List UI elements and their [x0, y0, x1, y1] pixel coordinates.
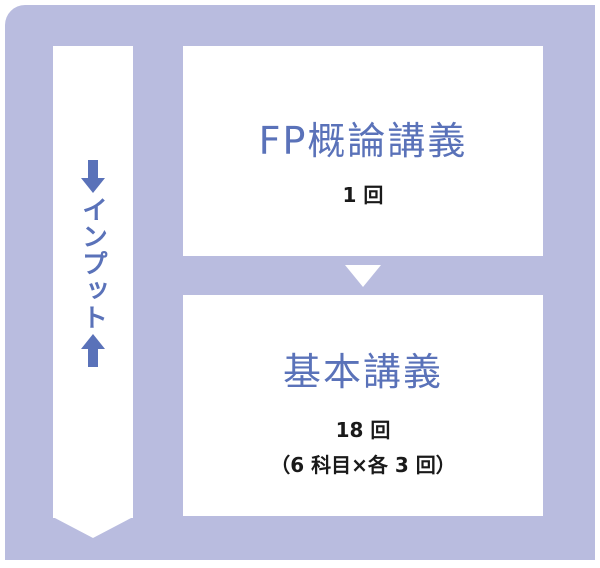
- side-bar-point: [53, 517, 133, 538]
- triangle-down-icon: [345, 265, 381, 287]
- step-box-fp-overview: FP概論講義 1 回: [183, 46, 543, 256]
- step-box-basic: 基本講義 18 回 （6 科目×各 3 回）: [183, 295, 543, 516]
- step-title: FP概論講義: [258, 119, 468, 163]
- input-side-label: インプット: [53, 160, 133, 367]
- step-detail: （6 科目×各 3 回）: [270, 453, 456, 477]
- step-count: 18 回: [335, 418, 391, 442]
- step-title: 基本講義: [282, 350, 443, 394]
- step-count: 1 回: [342, 183, 384, 207]
- input-side-bar: [53, 46, 133, 518]
- arrow-down-icon: [81, 160, 105, 193]
- arrow-up-icon: [81, 334, 105, 367]
- input-label-text: インプット: [77, 196, 108, 331]
